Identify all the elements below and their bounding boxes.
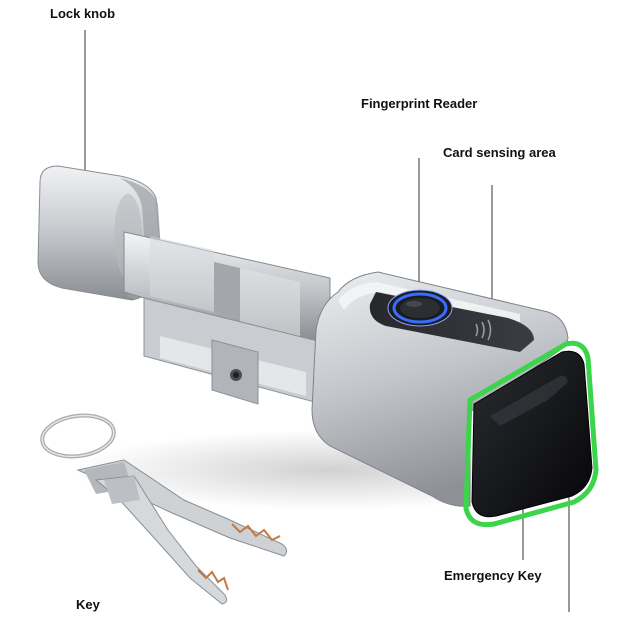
callout-fingerprint-reader: Fingerprint Reader [361, 96, 478, 111]
callout-emergency-key: Emergency Key [444, 568, 542, 583]
cylinder-shaft [123, 231, 331, 405]
key-ring-with-two-keys [40, 413, 288, 605]
key-2 [94, 475, 229, 605]
callout-lock-knob: Lock knob [50, 6, 116, 21]
nfc-waves-icon [475, 319, 492, 341]
fingerprint-reader [387, 289, 453, 327]
callout-card-sensing-area: Card sensing area [443, 145, 556, 160]
end-cap [471, 350, 593, 518]
status-led-ring [463, 340, 599, 528]
callout-key: Key [76, 597, 100, 612]
smart-lock-body [311, 271, 599, 528]
